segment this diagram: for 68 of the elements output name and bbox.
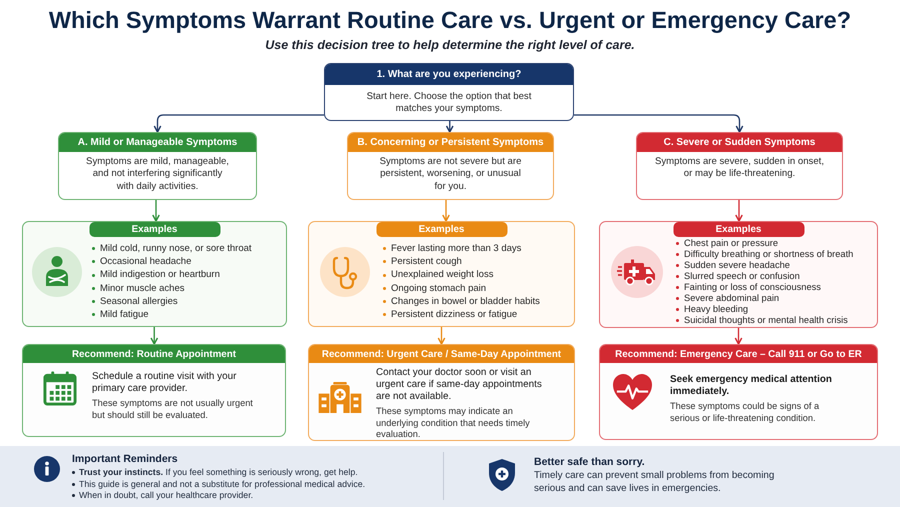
- symptom-item: Heavy bleeding: [676, 304, 748, 315]
- symptom-item: Minor muscle aches: [92, 282, 184, 295]
- arrow: [734, 328, 742, 345]
- arrow: [438, 327, 446, 345]
- advice-text: Contact your doctor soon or visit an urgent care if same-day appointments are not available.: [376, 367, 543, 403]
- label-pill: Examples: [673, 222, 804, 237]
- header-bar: Recommend: Urgent Care / Same-Day Appointment: [309, 345, 574, 363]
- reminder-item: When in doubt, call your healthcare provider.: [72, 490, 254, 502]
- arrow: [574, 114, 744, 133]
- reminder-item: Trust your instincts. If you feel something is seriously wrong, get help.: [72, 467, 358, 478]
- label-pill: Examples: [376, 222, 507, 237]
- question-card: [324, 63, 574, 121]
- symptom-item: Difficulty breathing or shortness of breath: [676, 249, 854, 260]
- symptom-item: Fainting or loss of consciousness: [676, 282, 821, 293]
- arrow: [446, 121, 454, 133]
- symptom-item: Persistent dizziness or fatigue: [383, 308, 518, 322]
- symptom-item: Chest pain or pressure: [676, 238, 778, 249]
- category-card: [347, 132, 554, 200]
- symptom-item: Mild cold, runny nose, or sore throat: [92, 242, 252, 256]
- arrow: [152, 200, 160, 222]
- description-text: Symptoms are severe, sudden in onset, or may be life-threatening.: [654, 156, 826, 181]
- arrow: [735, 200, 743, 222]
- advice-text: Seek emergency medical attention immediately.: [670, 374, 833, 398]
- note-text: These symptoms could be signs of a serious or life-threatening condition.: [670, 401, 820, 424]
- description-text: Symptoms are not severe but are persistent, worsening, or unusual for you.: [378, 156, 522, 194]
- category-card: [58, 132, 257, 200]
- note-text: These symptoms are not usually urgent but should still be evaluated.: [92, 398, 254, 421]
- symptom-item: Fever lasting more than 3 days: [383, 242, 522, 256]
- header-bar: Recommend: Emergency Care – Call 911 or Go to ER: [600, 345, 877, 363]
- header-bar: C. Severe or Sudden Symptoms: [637, 133, 842, 152]
- advice-text: Schedule a routine visit with your primary care provider.: [92, 371, 238, 395]
- section-heading: Better safe than sorry.: [534, 455, 645, 469]
- reminder-item: This guide is general and not a substitute for professional medical advice.: [72, 478, 366, 490]
- subtitle: Use this decision tree to help determine the right level of care.: [265, 37, 635, 53]
- symptom-item: Severe abdominal pain: [676, 293, 780, 304]
- arrow: [442, 200, 450, 222]
- recommendation-card: [22, 344, 286, 437]
- recommendation-card: [308, 344, 575, 441]
- label-pill: Examples: [89, 222, 220, 237]
- examples-card: [599, 221, 878, 328]
- examples-card: [22, 221, 287, 327]
- description-text: Start here. Choose the option that best matches your symptoms.: [366, 91, 532, 116]
- header-bar: 1. What are you experiencing?: [325, 64, 573, 85]
- examples-card: [308, 221, 575, 327]
- recommendation-card: [599, 344, 878, 440]
- symptom-item: Suicidal thoughts or mental health crisis: [676, 315, 848, 326]
- header-bar: A. Mild or Manageable Symptoms: [59, 133, 256, 152]
- symptom-item: Seasonal allergies: [92, 294, 178, 308]
- tip-text: Timely care can prevent small problems from becoming serious and can save lives in emergencies.: [534, 470, 776, 495]
- symptom-item: Sudden severe headache: [676, 260, 790, 271]
- symptom-item: Slurred speech or confusion: [676, 271, 800, 282]
- section-heading: Important Reminders: [72, 452, 178, 466]
- symptom-item: Changes in bowel or bladder habits: [383, 294, 540, 308]
- header-bar: B. Concerning or Persistent Symptoms: [348, 133, 553, 152]
- symptom-item: Persistent cough: [383, 255, 462, 268]
- description-text: Symptoms are mild, manageable, and not interfering significantly with daily activities.: [85, 156, 230, 194]
- note-text: These symptoms may indicate an underlying condition that needs timely evaluation.: [376, 406, 531, 440]
- arrow: [154, 114, 324, 133]
- arrow: [150, 327, 158, 345]
- symptom-item: Unexplained weight loss: [383, 268, 494, 282]
- title: Which Symptoms Warrant Routine Care vs. Urgent or Emergency Care?: [48, 6, 852, 35]
- symptom-item: Mild fatigue: [92, 308, 149, 322]
- symptom-item: Ongoing stomach pain: [383, 282, 486, 295]
- symptom-item: Mild indigestion or heartburn: [92, 268, 220, 282]
- category-card: [636, 132, 843, 200]
- reminders-band: [0, 446, 900, 507]
- symptom-item: Occasional headache: [92, 255, 192, 268]
- header-bar: Recommend: Routine Appointment: [23, 345, 285, 363]
